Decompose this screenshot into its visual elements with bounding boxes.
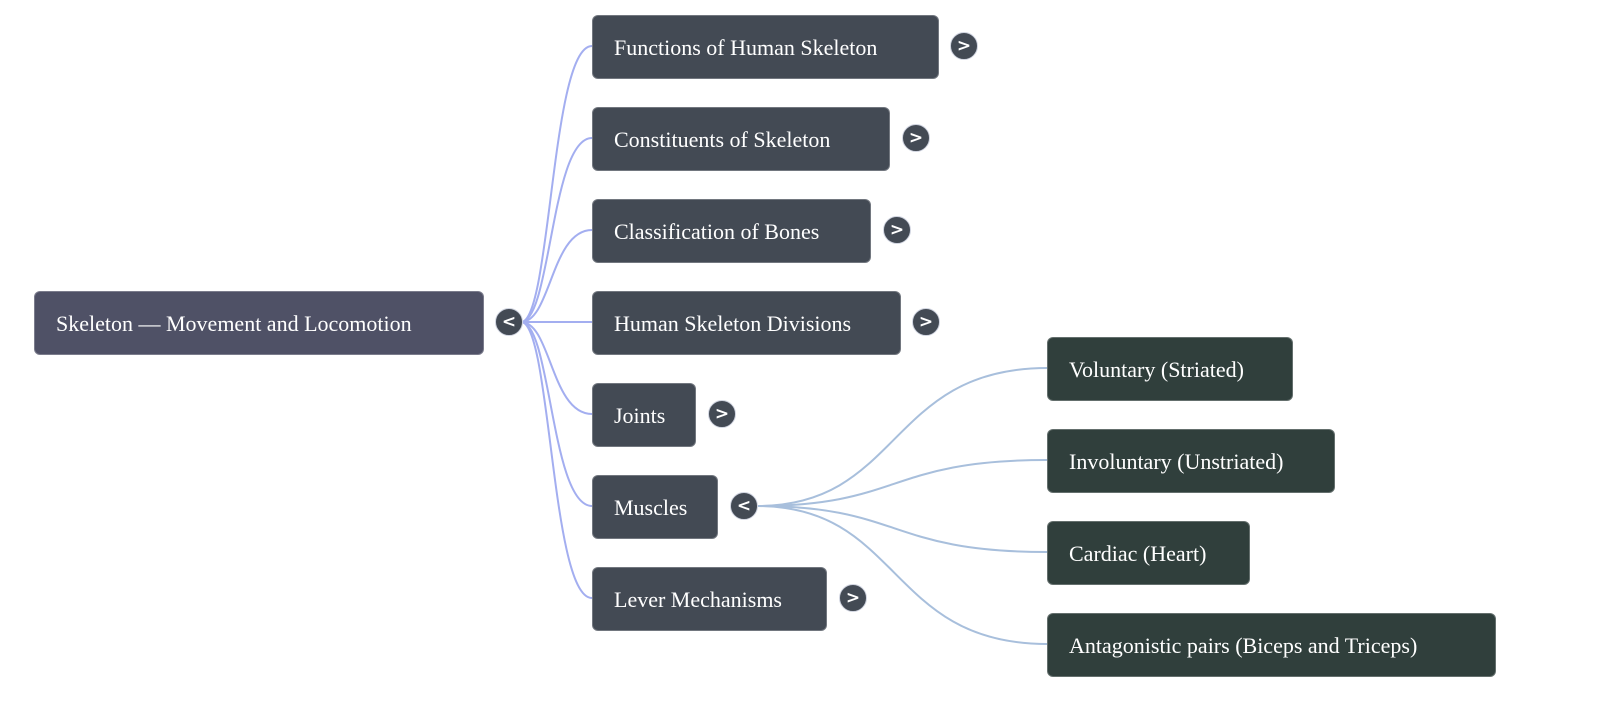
collapse-icon: < xyxy=(736,496,752,516)
leaf-voluntary-striated[interactable]: Voluntary (Striated) xyxy=(1047,337,1293,401)
branch-muscles[interactable]: Muscles xyxy=(592,475,718,539)
branch-constituents-of-skeleton[interactable]: Constituents of Skeleton xyxy=(592,107,890,171)
edge-muscles-to-leaf-1 xyxy=(756,459,1048,507)
leaf-label: Cardiac (Heart) xyxy=(1069,541,1207,566)
edge-muscles-to-leaf-3 xyxy=(756,505,1048,645)
edge-muscles-to-leaf-0 xyxy=(756,367,1048,507)
collapse-icon: < xyxy=(501,312,517,332)
expand-icon: > xyxy=(908,128,924,148)
edge-root-to-branch-2 xyxy=(520,229,593,323)
expand-toggle-functions[interactable]: > xyxy=(950,32,978,60)
branch-label: Functions of Human Skeleton xyxy=(614,35,878,60)
expand-toggle-divisions[interactable]: > xyxy=(912,308,940,336)
branch-label: Human Skeleton Divisions xyxy=(614,311,852,336)
branch-label: Constituents of Skeleton xyxy=(614,127,831,152)
branch-lever-mechanisms[interactable]: Lever Mechanisms xyxy=(592,567,827,631)
leaf-label: Antagonistic pairs (Biceps and Triceps) xyxy=(1069,633,1418,658)
expand-toggle-lever[interactable]: > xyxy=(839,584,867,612)
branch-label: Joints xyxy=(614,403,666,428)
branch-functions-of-human-skeleton[interactable]: Functions of Human Skeleton xyxy=(592,15,939,79)
leaf-involuntary-unstriated[interactable]: Involuntary (Unstriated) xyxy=(1047,429,1335,493)
root-collapse-toggle[interactable]: < xyxy=(495,308,523,336)
expand-toggle-joints[interactable]: > xyxy=(708,400,736,428)
branch-label: Classification of Bones xyxy=(614,219,820,244)
edge-root-to-branch-5 xyxy=(520,321,593,507)
leaf-antagonistic-pairs[interactable]: Antagonistic pairs (Biceps and Triceps) xyxy=(1047,613,1496,677)
edge-root-to-branch-1 xyxy=(520,137,593,323)
edge-root-to-branch-0 xyxy=(520,45,593,323)
branch-joints[interactable]: Joints xyxy=(592,383,696,447)
branch-human-skeleton-divisions[interactable]: Human Skeleton Divisions xyxy=(592,291,901,355)
expand-icon: > xyxy=(918,312,934,332)
leaf-label: Involuntary (Unstriated) xyxy=(1069,449,1284,474)
expand-icon: > xyxy=(714,404,730,424)
edge-root-to-branch-4 xyxy=(520,321,593,415)
edge-root-to-branch-6 xyxy=(520,321,593,599)
branch-classification-of-bones[interactable]: Classification of Bones xyxy=(592,199,871,263)
root-node[interactable]: Skeleton — Movement and Locomotion xyxy=(34,291,484,355)
expand-toggle-constituents[interactable]: > xyxy=(902,124,930,152)
root-label: Skeleton — Movement and Locomotion xyxy=(56,311,412,336)
edge-muscles-to-leaf-2 xyxy=(756,505,1048,553)
branch-label: Lever Mechanisms xyxy=(614,587,782,612)
expand-icon: > xyxy=(889,220,905,240)
branch-label: Muscles xyxy=(614,495,688,520)
expand-icon: > xyxy=(956,36,972,56)
expand-toggle-classification[interactable]: > xyxy=(883,216,911,244)
expand-icon: > xyxy=(845,588,861,608)
leaf-label: Voluntary (Striated) xyxy=(1069,357,1244,382)
collapse-toggle-muscles[interactable]: < xyxy=(730,492,758,520)
leaf-cardiac-heart[interactable]: Cardiac (Heart) xyxy=(1047,521,1250,585)
